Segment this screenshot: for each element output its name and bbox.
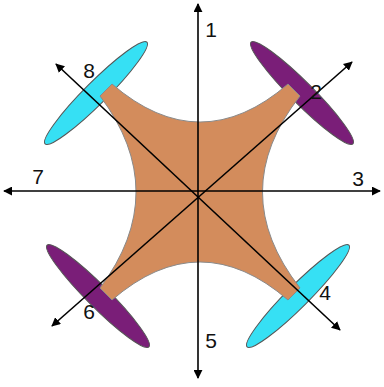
drone-body xyxy=(100,84,300,300)
axis-number: 6 xyxy=(83,301,95,322)
axis-number: 7 xyxy=(32,166,44,187)
axis xyxy=(52,62,352,326)
axis-number: 4 xyxy=(319,282,331,303)
axis-number: 2 xyxy=(310,81,322,102)
axis-number: 1 xyxy=(205,19,217,40)
axis-number: 5 xyxy=(205,330,217,351)
axis-number: 3 xyxy=(352,168,364,189)
axis-number: 8 xyxy=(83,60,95,81)
